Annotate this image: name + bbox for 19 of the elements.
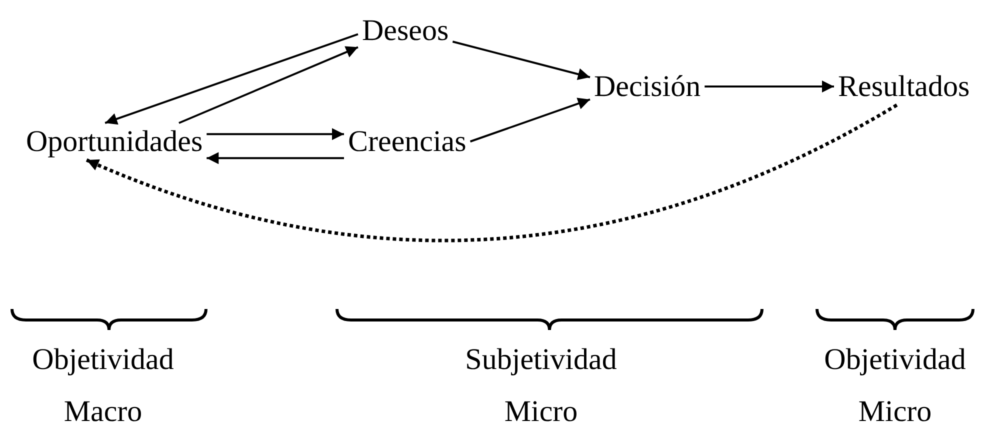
- node-label: Deseos: [358, 12, 453, 49]
- annotation-label: Macro: [64, 396, 142, 428]
- arrow: [178, 46, 358, 124]
- arrow: [206, 128, 344, 140]
- node-label: Oportunidades: [22, 123, 207, 160]
- annotation-label: Objetividad: [824, 344, 966, 376]
- node-label: Creencias: [344, 123, 470, 160]
- node-label: Resultados: [834, 68, 974, 105]
- arrow: [104, 33, 358, 125]
- annotation-label: Objetividad: [32, 344, 174, 376]
- annotation-label: Micro: [858, 396, 932, 428]
- node-label: Decisión: [590, 68, 705, 105]
- arrow: [704, 80, 834, 92]
- arrow: [470, 98, 590, 142]
- annotation-label: Subjetividad: [465, 344, 617, 376]
- arrow: [452, 40, 590, 80]
- arrow: [206, 152, 344, 164]
- dotted-arrow: [86, 103, 898, 242]
- annotation-label: Micro: [504, 396, 578, 428]
